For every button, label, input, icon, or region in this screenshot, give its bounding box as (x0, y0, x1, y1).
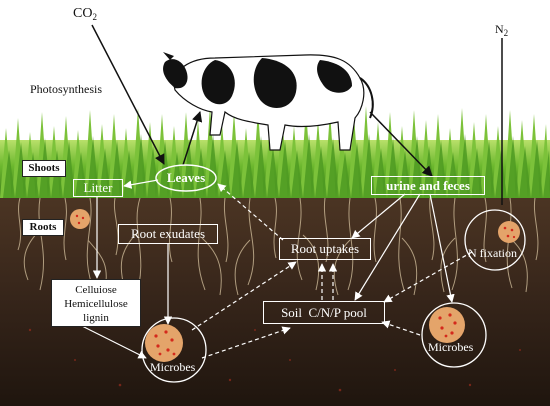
microbes-left-label: Microbes (150, 360, 196, 374)
arrow-leaves-to-litter (123, 179, 159, 189)
arrow-rootuptakes-to-leaves (217, 183, 284, 241)
arrow-cellulose-to-microbes (79, 324, 147, 359)
cellulose-text: Celluiose (75, 284, 117, 296)
microbe-left-cell (145, 324, 183, 362)
n2-label: N2 (495, 22, 509, 38)
arrow-leaves-to-cow (182, 111, 203, 166)
co2-label: CO2 (73, 6, 97, 22)
soil-flecks (28, 299, 521, 392)
root-uptakes-box: Root uptakes (279, 238, 371, 260)
black-arrows (91, 24, 503, 205)
lignin-text: lignin (83, 312, 109, 324)
arrow-urine-to-soilpool (354, 193, 421, 301)
cow-illustration (163, 52, 374, 151)
root-exudates-box: Root exudates (118, 224, 218, 244)
arrow-urine-to-rootuptakes (351, 193, 406, 239)
urine-feces-box: urine and feces (371, 176, 485, 195)
photosynthesis-label: Photosynthesis (30, 82, 103, 96)
microbes-left-circle (141, 317, 207, 383)
leaves-label: Leaves (166, 170, 206, 185)
shoots-label: Shoots (22, 160, 66, 177)
white-arrows (79, 179, 473, 359)
microbe-nfix (498, 221, 520, 243)
roots-label: Roots (22, 219, 64, 236)
arrow-cow-to-urine (369, 111, 433, 177)
leaves-ellipse (155, 164, 217, 192)
arrow-co2-to-leaves (91, 24, 165, 165)
n-fixation-label: N fixation (468, 246, 517, 260)
microbe-litter (70, 209, 90, 229)
microbe-right-cell (429, 307, 465, 343)
arrow-urine-to-microbes-right (429, 193, 455, 303)
arrow-microbes-to-soilpool (201, 326, 291, 359)
arrow-nfix-to-soilpool (383, 251, 473, 303)
n-fixation-circle (464, 209, 526, 271)
soil-pool-box: Soil C/N/P pool (263, 301, 385, 324)
microbes-right-label: Microbes (428, 340, 474, 354)
cellulose-box: Celluiose Hemicellulose lignin (51, 279, 141, 327)
microbes-right-circle (421, 302, 487, 368)
hemicellulose-text: Hemicellulose (64, 298, 128, 310)
litter-box: Litter (73, 179, 123, 197)
